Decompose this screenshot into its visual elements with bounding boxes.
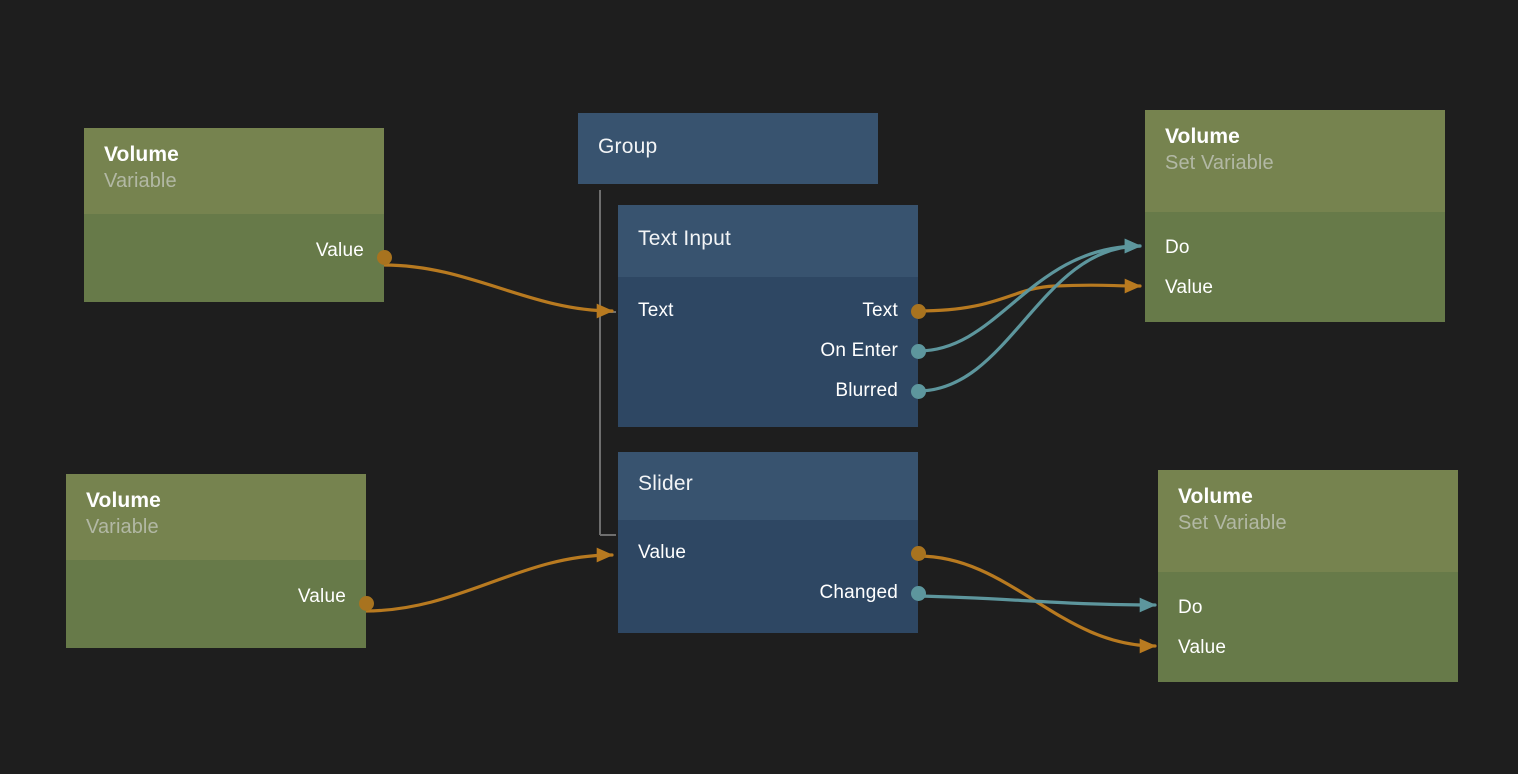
- wire-textinput-text-to-setvariabletop-value: [916, 278, 1142, 313]
- port-dot-value-out[interactable]: [377, 250, 392, 265]
- port-in-value[interactable]: Value: [638, 541, 686, 565]
- node-title: Group: [598, 135, 658, 158]
- node-subtitle: Set Variable: [1178, 512, 1287, 534]
- port-dot-text-out[interactable]: [911, 304, 926, 319]
- node-header: Volume Set Variable: [1158, 470, 1458, 572]
- port-label: Text: [862, 300, 898, 321]
- port-out-blurred[interactable]: Blurred: [835, 379, 898, 403]
- node-title: Slider: [638, 472, 693, 495]
- wire-textinput-blurred-to-setvariabletop-do: [916, 238, 1142, 393]
- port-dot-changed-out[interactable]: [911, 586, 926, 601]
- wire-slider-value-to-setvariablebottom-value: [916, 554, 1157, 654]
- port-label: Do: [1165, 237, 1190, 258]
- port-dot-blurred-out[interactable]: [911, 384, 926, 399]
- node-variable-volume-top[interactable]: Volume Variable Value: [84, 128, 392, 302]
- port-label: On Enter: [820, 340, 898, 361]
- port-out-value[interactable]: Value: [316, 239, 364, 263]
- port-in-value[interactable]: Value: [1165, 276, 1213, 300]
- port-dot-value-out[interactable]: [359, 596, 374, 611]
- port-in-do[interactable]: Do: [1178, 596, 1203, 620]
- node-body: Do Value: [1145, 212, 1445, 322]
- node-title: Text Input: [638, 227, 732, 250]
- port-out-text[interactable]: Text: [862, 299, 898, 323]
- node-body: Value: [84, 214, 384, 302]
- node-header: Volume Variable: [66, 474, 366, 560]
- wire-variablebottom-value-to-slider-value: [363, 547, 614, 613]
- node-body: Value: [66, 560, 366, 648]
- port-dot-on-enter-out[interactable]: [911, 344, 926, 359]
- node-text-input[interactable]: Text Input Text Text On Enter Blurred: [618, 205, 926, 427]
- wire-textinput-onenter-to-setvariabletop-do: [916, 238, 1142, 353]
- port-label: Value: [315, 240, 364, 261]
- node-group[interactable]: Group: [578, 113, 878, 184]
- port-label: Value: [1165, 277, 1214, 298]
- node-title: Volume: [1178, 485, 1253, 508]
- node-subtitle: Variable: [86, 516, 159, 538]
- port-label: Changed: [819, 582, 898, 603]
- port-out-value[interactable]: Value: [298, 585, 346, 609]
- wire-variabletop-value-to-textinput-text: [382, 263, 614, 319]
- wire-slider-changed-to-setvariablebottom-do: [916, 594, 1157, 613]
- node-title: Volume: [86, 489, 161, 512]
- port-out-on-enter[interactable]: On Enter: [820, 339, 898, 363]
- port-label: Value: [297, 586, 346, 607]
- node-body: Do Value: [1158, 572, 1458, 682]
- port-label: Value: [638, 542, 687, 563]
- node-title: Volume: [1165, 125, 1240, 148]
- node-title: Volume: [104, 143, 179, 166]
- node-body: Value Changed: [618, 520, 918, 633]
- node-header: Volume Variable: [84, 128, 384, 214]
- node-header: Slider: [618, 452, 918, 520]
- node-subtitle: Variable: [104, 170, 177, 192]
- node-set-variable-volume-bottom[interactable]: Volume Set Variable Do Value: [1158, 470, 1458, 682]
- node-header: Volume Set Variable: [1145, 110, 1445, 212]
- node-header: Text Input: [618, 205, 918, 277]
- port-label: Blurred: [835, 380, 898, 401]
- node-header: Group: [578, 113, 878, 184]
- port-in-text[interactable]: Text: [638, 299, 674, 323]
- port-in-value[interactable]: Value: [1178, 636, 1226, 660]
- node-subtitle: Set Variable: [1165, 152, 1274, 174]
- node-slider[interactable]: Slider Value Changed: [618, 452, 926, 633]
- port-in-do[interactable]: Do: [1165, 236, 1190, 260]
- port-dot-value-out[interactable]: [911, 546, 926, 561]
- node-body: Text Text On Enter Blurred: [618, 277, 918, 427]
- node-set-variable-volume-top[interactable]: Volume Set Variable Do Value: [1145, 110, 1445, 322]
- node-variable-volume-bottom[interactable]: Volume Variable Value: [66, 474, 374, 648]
- port-out-changed[interactable]: Changed: [819, 581, 898, 605]
- port-label: Do: [1178, 597, 1203, 618]
- group-bracket: [599, 190, 616, 536]
- port-label: Text: [638, 300, 674, 321]
- port-label: Value: [1178, 637, 1227, 658]
